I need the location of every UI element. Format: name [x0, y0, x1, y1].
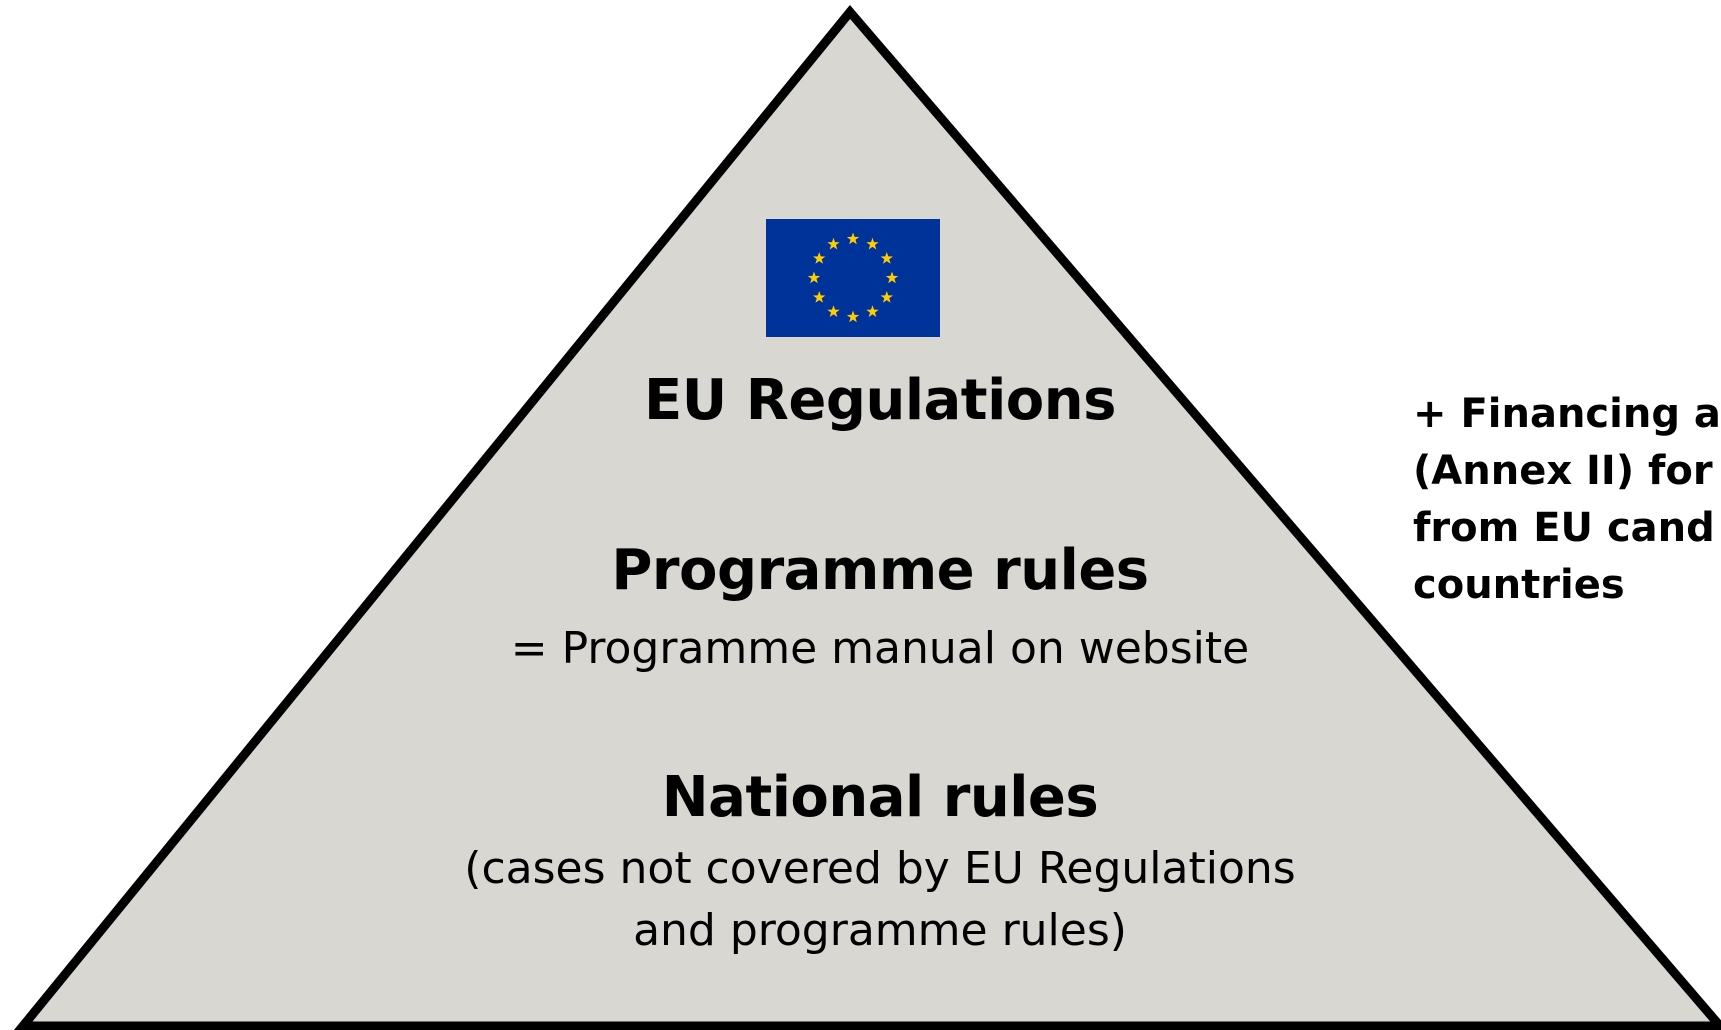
- side-note: + Financing a (Annex II) for from EU can…: [1413, 386, 1721, 614]
- flag-star-icon: [880, 252, 893, 264]
- flag-star-icon: [813, 291, 826, 303]
- flag-star-icon: [880, 291, 893, 303]
- flag-star-icon: [866, 237, 879, 250]
- eu-regulations-title: EU Regulations: [644, 368, 1116, 433]
- national-rules-description: (cases not covered by EU Regulations and…: [0, 838, 1721, 962]
- national-rules-title: National rules: [661, 765, 1099, 830]
- flag-star-icon: [813, 252, 826, 264]
- flag-star-icon: [846, 310, 860, 323]
- side-note-line: + Financing a: [1413, 391, 1721, 437]
- national-rules-description-line: (cases not covered by EU Regulations: [464, 843, 1296, 894]
- flag-star-icon: [807, 271, 821, 284]
- pyramid-triangle: [13, 4, 1721, 1030]
- side-note-line: countries: [1413, 562, 1625, 608]
- programme-rules-description: = Programme manual on website: [510, 623, 1250, 674]
- side-note-line: from EU cand: [1413, 505, 1715, 551]
- programme-rules-title: Programme rules: [611, 538, 1149, 603]
- flag-star-icon: [827, 305, 840, 318]
- flag-star-icon: [885, 271, 899, 284]
- side-note-line: (Annex II) for: [1413, 448, 1713, 494]
- flag-star-icon: [846, 232, 860, 245]
- flag-star-icon: [866, 305, 879, 318]
- national-rules-description-line: and programme rules): [633, 905, 1127, 956]
- flag-star-icon: [827, 237, 840, 250]
- eu-flag-icon: [766, 219, 940, 337]
